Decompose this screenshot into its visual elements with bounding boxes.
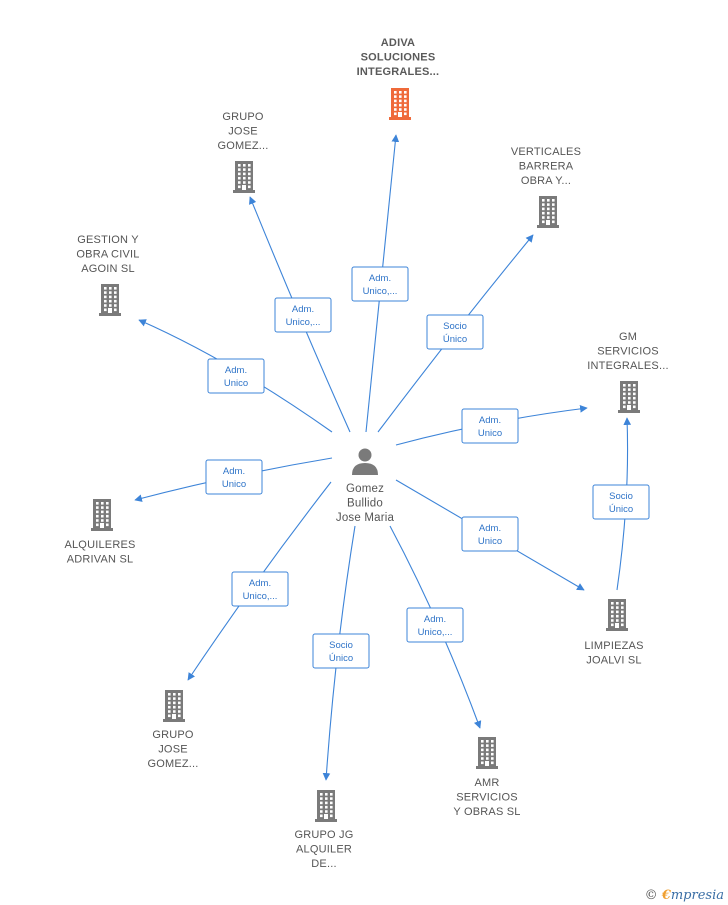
company-label-line: OBRA CIVIL [76, 249, 139, 261]
company-label-line: GESTION Y [77, 234, 139, 246]
edge-label-text: Socio [329, 640, 353, 651]
edge-label-text: Adm. [292, 304, 314, 315]
company-label-line: ALQUILER [296, 844, 352, 856]
edge-label-text: Socio [609, 491, 633, 502]
edge-label-text: Unico,... [418, 627, 453, 638]
building-icon [476, 737, 498, 769]
company-label-line: OBRA Y... [521, 175, 571, 187]
edge-label-text: Adm. [479, 415, 501, 426]
company-node-alquileres[interactable]: ALQUILERES ADRIVAN SL [64, 499, 135, 566]
company-node-gm-servicios[interactable]: GM SERVICIOS INTEGRALES... [587, 331, 669, 413]
company-label-line: GRUPO [152, 729, 194, 741]
building-icon [99, 284, 121, 316]
building-icon [163, 690, 185, 722]
edge-label-amr[interactable]: Adm. Unico,... [406, 607, 464, 643]
edge-label-text: Adm. [369, 273, 391, 284]
company-node-gestion-obra[interactable]: GESTION Y OBRA CIVIL AGOIN SL [76, 234, 139, 316]
company-label-line: JOSE [228, 126, 258, 138]
building-icon [389, 88, 411, 120]
company-node-limpiezas[interactable]: LIMPIEZAS JOALVI SL [584, 599, 643, 667]
company-label-line: DE... [311, 858, 336, 870]
edge-label-grupo-jose-gomez-bottom[interactable]: Adm. Unico,... [231, 571, 289, 607]
edge-label-gestion-obra[interactable]: Adm. Unico [207, 358, 265, 394]
edge-label-text: Unico,... [363, 286, 398, 297]
person-label-line: Gomez [346, 483, 384, 495]
company-label-line: AMR [474, 777, 499, 789]
edge-label-alquileres[interactable]: Adm. Unico [205, 459, 263, 495]
edge-label-text: Socio [443, 321, 467, 332]
company-label-line: INTEGRALES... [587, 360, 668, 372]
company-label-line: ADIVA [381, 37, 415, 49]
building-icon [233, 161, 255, 193]
company-label-line: JOALVI SL [586, 655, 641, 667]
edge-label-text: Adm. [225, 365, 247, 376]
edge-label-text: Unico [478, 536, 502, 547]
edge-label-text: Unico [222, 479, 246, 490]
company-label-line: JOSE [158, 744, 188, 756]
edge-label-limpiezas[interactable]: Adm. Unico [461, 516, 519, 552]
company-label-line: GOMEZ... [147, 758, 198, 770]
company-label-line: BARRERA [519, 161, 574, 173]
edge-label-text: Adm. [479, 523, 501, 534]
edge-label-text: Unico [224, 378, 248, 389]
edge-label-text: Único [443, 334, 467, 345]
company-node-adiva[interactable]: ADIVA SOLUCIONES INTEGRALES... [357, 37, 440, 120]
company-label-line: GOMEZ... [217, 140, 268, 152]
company-label-line: SERVICIOS [456, 792, 518, 804]
edge-label-gm-servicios[interactable]: Adm. Unico [461, 408, 519, 444]
company-label-line: LIMPIEZAS [584, 640, 643, 652]
person-icon [352, 448, 378, 475]
company-node-verticales[interactable]: VERTICALES BARRERA OBRA Y... [511, 146, 581, 228]
building-icon [606, 599, 628, 631]
building-icon [618, 381, 640, 413]
edge-label-text: Adm. [223, 466, 245, 477]
edge-label-text: Adm. [249, 578, 271, 589]
company-node-grupo-jg[interactable]: GRUPO JG ALQUILER DE... [294, 790, 353, 870]
company-label-line: ALQUILERES [64, 539, 135, 551]
company-label-line: GM [619, 331, 637, 343]
edge-label-text: Unico,... [243, 591, 278, 602]
company-label-line: ADRIVAN SL [67, 554, 134, 566]
building-icon [537, 196, 559, 228]
empresia-logo: © €mpresia [644, 888, 724, 903]
company-label-line: GRUPO [222, 111, 264, 123]
edge-label-text: Único [609, 504, 633, 515]
edge-label-text: Adm. [424, 614, 446, 625]
company-node-grupo-jose-gomez-top[interactable]: GRUPO JOSE GOMEZ... [217, 111, 268, 193]
company-label-line: AGOIN SL [81, 263, 135, 275]
person-label-line: Bullido [347, 498, 383, 510]
building-icon [91, 499, 113, 531]
company-label-line: SOLUCIONES [361, 52, 436, 64]
company-label-line: GRUPO JG [294, 829, 353, 841]
edge-label-text: Unico [478, 428, 502, 439]
company-node-amr[interactable]: AMR SERVICIOS Y OBRAS SL [453, 737, 520, 818]
edge-label-grupo-jose-gomez-top[interactable]: Adm. Unico,... [274, 297, 332, 333]
person-label-line: Jose Maria [336, 512, 395, 524]
company-label-line: Y OBRAS SL [453, 806, 520, 818]
edge-label-adiva[interactable]: Adm. Unico,... [351, 266, 409, 302]
company-label-line: VERTICALES [511, 146, 581, 158]
edge-label-text: Único [329, 653, 353, 664]
building-icon [315, 790, 337, 822]
company-label-line: INTEGRALES... [357, 66, 440, 78]
company-label-line: SERVICIOS [597, 346, 659, 358]
company-node-grupo-jose-gomez-bottom[interactable]: GRUPO JOSE GOMEZ... [147, 690, 198, 770]
edge-label-text: Unico,... [286, 317, 321, 328]
